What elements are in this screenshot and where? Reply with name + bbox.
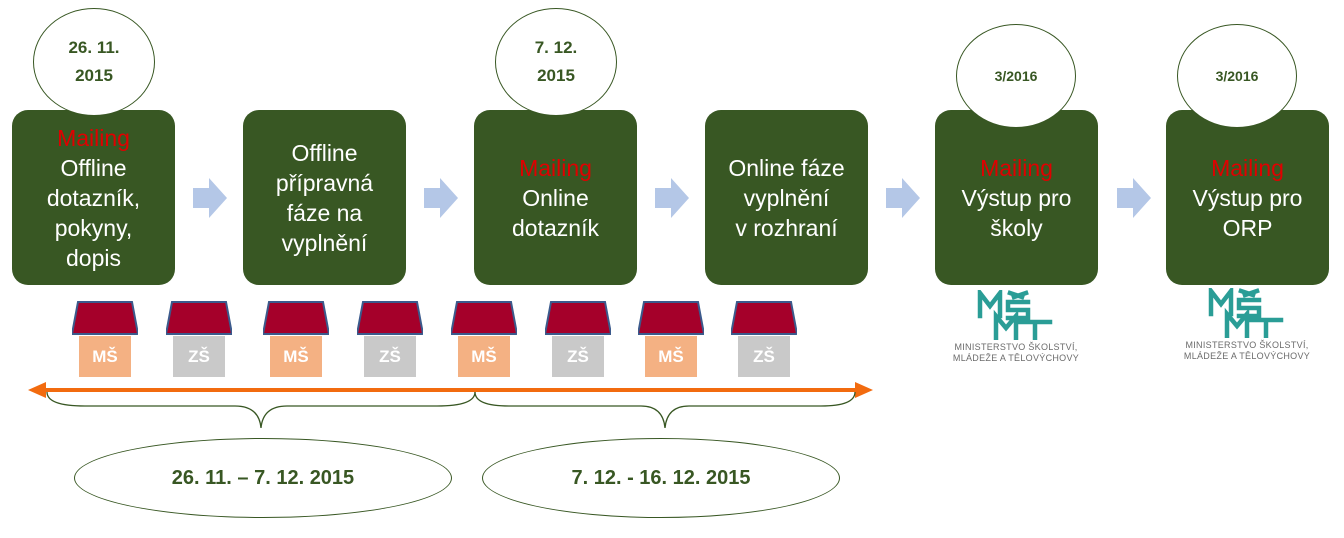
msmt-logo-line1: MINISTERSTVO ŠKOLSTVÍ,: [1185, 340, 1309, 350]
step-text: Online dotazník: [512, 184, 599, 241]
step-text: Offline přípravná fáze na vyplnění: [275, 139, 374, 256]
timeline-double-arrow: [28, 382, 873, 398]
period-online: 7. 12. - 16. 12. 2015: [482, 438, 840, 518]
house-label: MŠ: [458, 336, 510, 377]
step-text: Online fáze vyplnění v rozhraní: [728, 154, 845, 241]
roof-icon: [72, 301, 138, 335]
kindergarten-house: MŠ: [263, 300, 329, 380]
msmt-logo: MINISTERSTVO ŠKOLSTVÍ, MLÁDEŽE A TĚLOVÝC…: [932, 290, 1100, 370]
mailing-label: Mailing: [57, 124, 130, 151]
right-arrow-icon: [1117, 178, 1151, 218]
school-house: ZŠ: [357, 300, 423, 380]
roof-icon: [451, 301, 517, 335]
step-output-orp: Mailing Výstup pro ORP: [1166, 110, 1329, 285]
date-circle-orp: 3/2016: [1177, 24, 1297, 128]
roof-icon: [166, 301, 232, 335]
step-text: Výstup pro ORP: [1192, 184, 1303, 241]
mailing-label: Mailing: [980, 154, 1053, 181]
msmt-logo-mark-icon: [1208, 288, 1284, 338]
house-label: MŠ: [270, 336, 322, 377]
period-offline: 26. 11. – 7. 12. 2015: [74, 438, 452, 518]
roof-icon: [731, 301, 797, 335]
school-house: ZŠ: [731, 300, 797, 380]
date-circle-schools: 3/2016: [956, 24, 1076, 128]
mailing-label: Mailing: [1211, 154, 1284, 181]
step-offline-questionnaire: Mailing Offline dotazník, pokyny, dopis: [12, 110, 175, 285]
house-label: ZŠ: [552, 336, 604, 377]
kindergarten-house: MŠ: [638, 300, 704, 380]
step-online-filling: Online fáze vyplnění v rozhraní: [705, 110, 868, 285]
house-label: ZŠ: [738, 336, 790, 377]
msmt-logo-caption: MINISTERSTVO ŠKOLSTVÍ, MLÁDEŽE A TĚLOVÝC…: [932, 342, 1100, 364]
kindergarten-house: MŠ: [451, 300, 517, 380]
msmt-logo-line1: MINISTERSTVO ŠKOLSTVÍ,: [954, 342, 1078, 352]
msmt-logo-caption: MINISTERSTVO ŠKOLSTVÍ, MLÁDEŽE A TĚLOVÝC…: [1163, 340, 1331, 362]
house-label: MŠ: [79, 336, 131, 377]
right-arrow-icon: [886, 178, 920, 218]
house-label: ZŠ: [364, 336, 416, 377]
right-arrow-icon: [193, 178, 227, 218]
school-house: ZŠ: [545, 300, 611, 380]
step-text: Výstup pro školy: [961, 184, 1072, 241]
right-arrow-icon: [655, 178, 689, 218]
date-circle-start: 26. 11. 2015: [33, 8, 155, 116]
school-house: ZŠ: [166, 300, 232, 380]
step-output-schools: Mailing Výstup pro školy: [935, 110, 1098, 285]
msmt-logo-mark-icon: [977, 290, 1053, 340]
roof-icon: [638, 301, 704, 335]
msmt-logo: MINISTERSTVO ŠKOLSTVÍ, MLÁDEŽE A TĚLOVÝC…: [1163, 288, 1331, 368]
roof-icon: [545, 301, 611, 335]
mailing-label: Mailing: [519, 154, 592, 181]
roof-icon: [263, 301, 329, 335]
step-text: Offline dotazník, pokyny, dopis: [46, 154, 141, 271]
msmt-logo-line2: MLÁDEŽE A TĚLOVÝCHOVY: [1183, 351, 1311, 361]
step-online-questionnaire: Mailing Online dotazník: [474, 110, 637, 285]
kindergarten-house: MŠ: [72, 300, 138, 380]
roof-icon: [357, 301, 423, 335]
house-label: MŠ: [645, 336, 697, 377]
brace-right: [474, 391, 856, 429]
date-circle-online: 7. 12. 2015: [495, 8, 617, 116]
house-label: ZŠ: [173, 336, 225, 377]
right-arrow-icon: [424, 178, 458, 218]
brace-left: [46, 391, 476, 429]
step-offline-preparation: Offline přípravná fáze na vyplnění: [243, 110, 406, 285]
msmt-logo-line2: MLÁDEŽE A TĚLOVÝCHOVY: [952, 353, 1080, 363]
